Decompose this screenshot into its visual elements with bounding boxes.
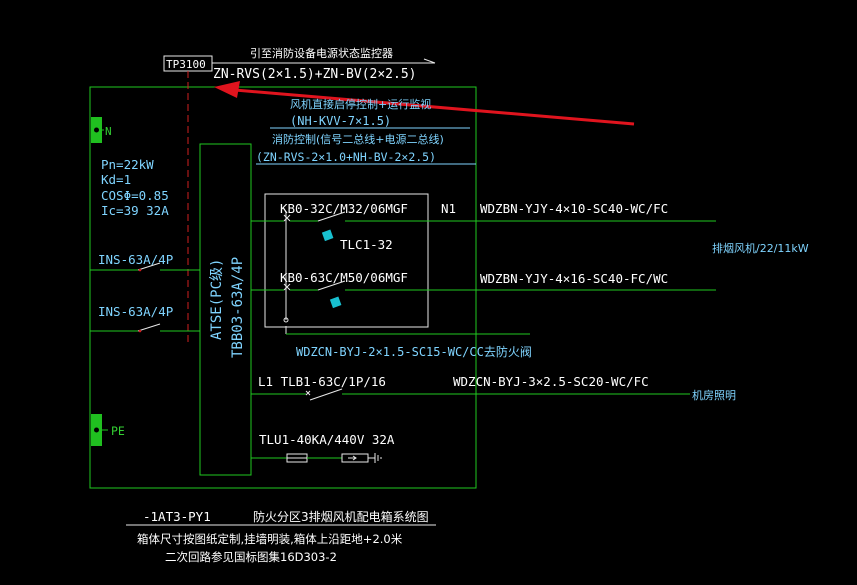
contactor-2-coil bbox=[329, 296, 342, 309]
contactor-1-blade bbox=[317, 211, 346, 222]
breaker-2-x bbox=[283, 283, 291, 291]
starter-box bbox=[264, 193, 429, 328]
fire-control-note: 消防控制(信号二总线+电源二总线) bbox=[272, 132, 444, 146]
l1-breaker-label: L1 TLB1-63C/1P/16 bbox=[258, 374, 386, 389]
pn-value: Pn=22kW bbox=[101, 157, 154, 172]
kb0-63-label: KB0-63C/M50/06MGF bbox=[280, 270, 408, 285]
ground-icon bbox=[374, 453, 382, 463]
cable-tick bbox=[423, 58, 436, 64]
lighting-cable: WDZCN-BYJ-3×2.5-SC20-WC/FC bbox=[453, 374, 649, 389]
pe-label: PE bbox=[111, 424, 125, 438]
contactor-1-coil bbox=[321, 229, 334, 242]
lighting-breaker-blade bbox=[309, 388, 343, 401]
feeder-cable-1: WDZBN-YJY-4×10-SC40-WC/FC bbox=[480, 201, 668, 216]
fan-load-label: 排烟风机/22/11kW bbox=[712, 241, 809, 255]
annotation-arrow-head bbox=[214, 81, 240, 98]
tbb-label: TBB03-63A/4P bbox=[230, 257, 246, 358]
ic-value: Ic=39 32A bbox=[101, 203, 169, 218]
breaker-1-x bbox=[283, 214, 291, 222]
cos-value: COSΦ=0.85 bbox=[101, 188, 169, 203]
spd-arrow-icon bbox=[348, 455, 357, 461]
atse-block bbox=[199, 143, 252, 476]
fire-valve-cable: WDZCN-BYJ-2×1.5-SC15-WC/CC去防火阀 bbox=[296, 344, 532, 359]
annotation-arrow-shaft bbox=[234, 88, 635, 126]
kb0-32-label: KB0-32C/M32/06MGF bbox=[280, 201, 408, 216]
ins-1-blade bbox=[137, 262, 161, 271]
ins-2-contact bbox=[138, 329, 142, 333]
ins-2-blade bbox=[137, 323, 161, 332]
atse-label: ATSE(PC级) bbox=[209, 259, 225, 340]
starter-bus-end bbox=[283, 317, 289, 323]
n-terminal-hole bbox=[94, 127, 99, 133]
contactor-2-blade bbox=[317, 280, 346, 291]
fan-control-cable: (NH-KVV-7×1.5) bbox=[290, 114, 391, 128]
tp-tag: TP3100 bbox=[166, 58, 206, 71]
spd-label: TLU1-40KA/440V 32A bbox=[259, 432, 395, 447]
box-note-2: 二次回路参见国标图集16D303-2 bbox=[165, 550, 337, 564]
ins-switch-1-label: INS-63A/4P bbox=[98, 252, 173, 267]
n1-label: N1 bbox=[441, 201, 456, 216]
lighting-load-label: 机房照明 bbox=[692, 388, 736, 402]
box-id: -1AT3-PY1 bbox=[143, 509, 211, 524]
n-label: N bbox=[105, 125, 112, 138]
ins-switch-2-label: INS-63A/4P bbox=[98, 304, 173, 319]
kd-value: Kd=1 bbox=[101, 172, 131, 187]
enclosure-outline bbox=[89, 86, 477, 489]
pe-terminal-hole bbox=[94, 427, 99, 433]
box-note-1: 箱体尺寸按图纸定制,挂墙明装,箱体上沿距地+2.0米 bbox=[137, 532, 403, 546]
fan-control-note: 风机直接启停控制+运行监视 bbox=[290, 97, 431, 111]
box-title: 防火分区3排烟风机配电箱系统图 bbox=[253, 509, 429, 524]
cable-top: ZN-RVS(2×1.5)+ZN-BV(2×2.5) bbox=[213, 67, 417, 82]
lighting-breaker-x bbox=[305, 390, 311, 396]
feeder-cable-2: WDZBN-YJY-4×16-SC40-FC/WC bbox=[480, 271, 668, 286]
fire-control-cable: (ZN-RVS-2×1.0+NH-BV-2×2.5) bbox=[256, 150, 436, 164]
tlc-label: TLC1-32 bbox=[340, 237, 393, 252]
ins-1-contact bbox=[138, 268, 142, 272]
cable-note-top: 引至消防设备电源状态监控器 bbox=[250, 46, 393, 60]
